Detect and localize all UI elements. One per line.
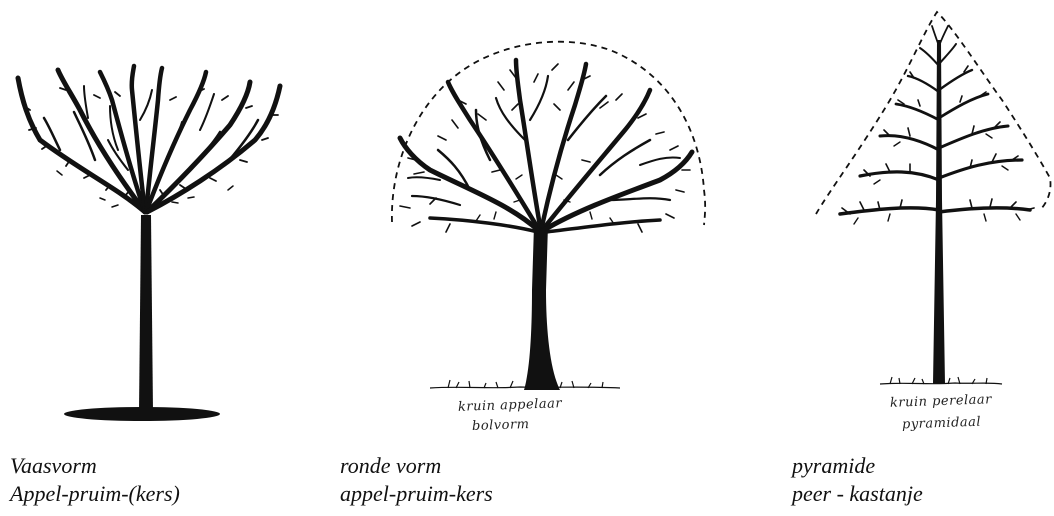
vase-branches bbox=[18, 66, 280, 212]
caption-tree-types: peer - kastanje bbox=[792, 480, 923, 508]
pyramid-tree-illustration bbox=[740, 0, 1054, 450]
panel-pyramid-shape: kruin perelaar pyramidaal pyramide peer … bbox=[740, 0, 1054, 516]
caption-tree-types: Appel-pruim-(kers) bbox=[10, 480, 180, 508]
panel-vase-shape: Vaasvorm Appel-pruim-(kers) bbox=[0, 0, 320, 516]
round-tree-illustration bbox=[320, 0, 740, 450]
caption-shape-name: pyramide bbox=[792, 452, 875, 480]
trunk bbox=[524, 225, 560, 390]
handwritten-label-line2: bolvorm bbox=[472, 417, 530, 435]
caption-tree-types: appel-pruim-kers bbox=[340, 480, 493, 508]
panel-round-shape: kruin appelaar bolvorm ronde vorm appel-… bbox=[320, 0, 740, 516]
vase-tree-illustration bbox=[0, 0, 320, 450]
crown-outline-dashed bbox=[816, 12, 1051, 214]
trunk bbox=[139, 215, 153, 412]
caption-shape-name: ronde vorm bbox=[340, 452, 441, 480]
caption-shape-name: Vaasvorm bbox=[10, 452, 97, 480]
round-branches bbox=[400, 60, 692, 232]
handwritten-label-line2: pyramidaal bbox=[902, 415, 982, 434]
